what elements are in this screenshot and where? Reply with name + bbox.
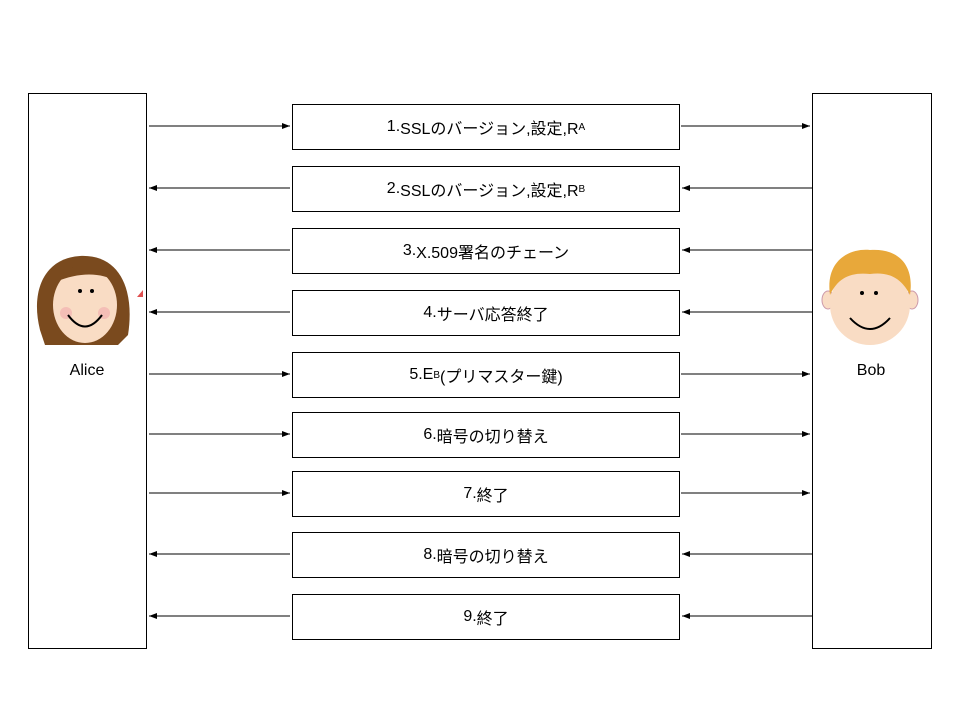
message-subscript: B <box>433 369 440 381</box>
alice-label: Alice <box>69 362 105 379</box>
message-number: 6. <box>423 426 437 443</box>
message-box: 6.暗号の切り替え <box>292 412 680 458</box>
message-box: 7.終了 <box>292 471 680 517</box>
message-box: 9.終了 <box>292 594 680 640</box>
message-number: 8. <box>423 546 437 563</box>
message-number: 3. <box>402 242 417 259</box>
message-number: 1. <box>386 118 401 135</box>
message-box: 8.暗号の切り替え <box>292 532 680 578</box>
message-number: 7. <box>463 485 477 502</box>
bob-column <box>812 93 932 649</box>
message-subscript: B <box>578 183 586 195</box>
message-number: 2. <box>386 180 401 197</box>
message-text: SSLのバージョン,設定,R <box>400 121 579 138</box>
alice-avatar <box>36 255 143 345</box>
message-suffix: (プリマスター鍵) <box>440 369 563 386</box>
message-box: 3.X.509署名のチェーン <box>292 228 680 274</box>
message-number: 9. <box>463 608 477 625</box>
message-number: 4. <box>423 304 437 321</box>
message-text: 暗号の切り替え <box>436 429 549 446</box>
message-subscript: A <box>578 121 586 133</box>
message-text: 暗号の切り替え <box>436 549 549 566</box>
message-text: X.509署名のチェーン <box>416 245 570 262</box>
bob-label: Bob <box>856 362 886 379</box>
message-text: E <box>422 366 434 383</box>
message-text: サーバ応答終了 <box>436 307 549 324</box>
message-text: 終了 <box>476 611 509 628</box>
message-number: 5. <box>409 366 423 383</box>
bob-avatar <box>821 249 919 345</box>
alice-column <box>28 93 147 649</box>
message-text: SSLのバージョン,設定,R <box>400 183 579 200</box>
message-text: 終了 <box>476 488 509 505</box>
message-box: 4.サーバ応答終了 <box>292 290 680 336</box>
